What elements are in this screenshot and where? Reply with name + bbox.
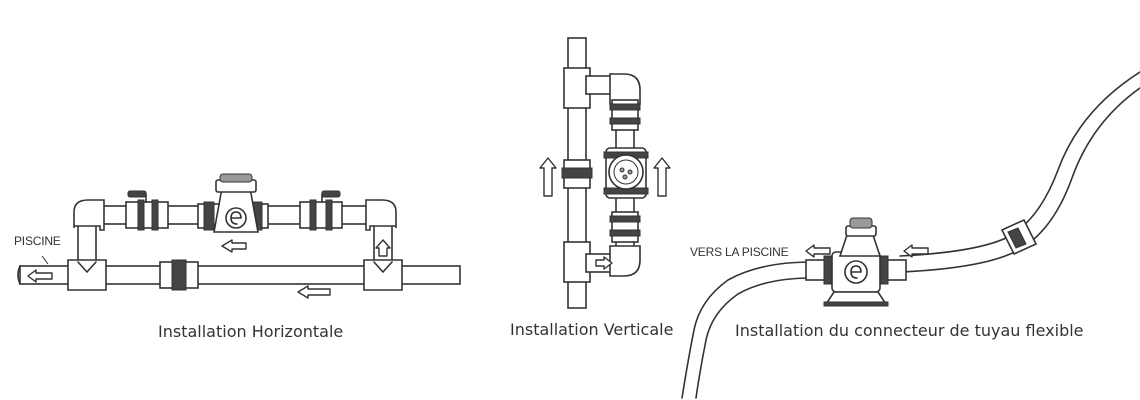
- caption-vertical: Installation Verticale: [510, 320, 673, 339]
- right-tee: [363, 259, 403, 291]
- main-pipe: [19, 265, 461, 285]
- main-union-nut: [171, 259, 187, 291]
- caption-horizontal: Installation Horizontale: [158, 322, 343, 341]
- left-hose: [681, 261, 813, 399]
- flow-arrow-icon: [221, 239, 247, 253]
- hose-coupling: [1000, 218, 1038, 256]
- flow-arrow-icon: [539, 157, 557, 197]
- flow-arrow-icon: [653, 157, 671, 197]
- vertical-main-union-nut: [561, 167, 593, 179]
- right-ball-valve: [299, 190, 343, 231]
- flow-arrow-icon: [903, 244, 929, 258]
- controller-unit-flexible: [823, 217, 889, 307]
- bottom-elbow: [609, 245, 641, 277]
- flow-arrow-icon: [297, 285, 331, 299]
- flow-arrow-icon: [595, 256, 613, 270]
- bottom-vertical-valve: [609, 211, 641, 243]
- right-elbow: [365, 199, 397, 231]
- left-tee: [67, 259, 107, 291]
- flexible-hose-installation: VERS LA PISCINE Installation du connecte…: [681, 71, 1140, 399]
- left-ball-valve: [125, 190, 169, 231]
- flow-arrow-icon: [27, 269, 53, 283]
- vertical-installation: Installation Verticale: [510, 37, 673, 339]
- left-elbow: [73, 199, 105, 231]
- controller-unit-vertical: [603, 147, 649, 199]
- right-hose: [899, 71, 1140, 257]
- piscine-label: PISCINE: [14, 234, 61, 248]
- vers-la-piscine-label: VERS LA PISCINE: [690, 245, 789, 259]
- flow-arrow-icon: [375, 239, 391, 257]
- horizontal-installation: PISCINE Installation Horizontale: [14, 173, 461, 341]
- flow-arrow-icon: [805, 244, 831, 258]
- top-vertical-valve: [609, 99, 641, 131]
- caption-flexible: Installation du connecteur de tuyau flex…: [735, 321, 1084, 340]
- controller-unit-horizontal: [197, 173, 269, 233]
- top-elbow: [609, 73, 641, 105]
